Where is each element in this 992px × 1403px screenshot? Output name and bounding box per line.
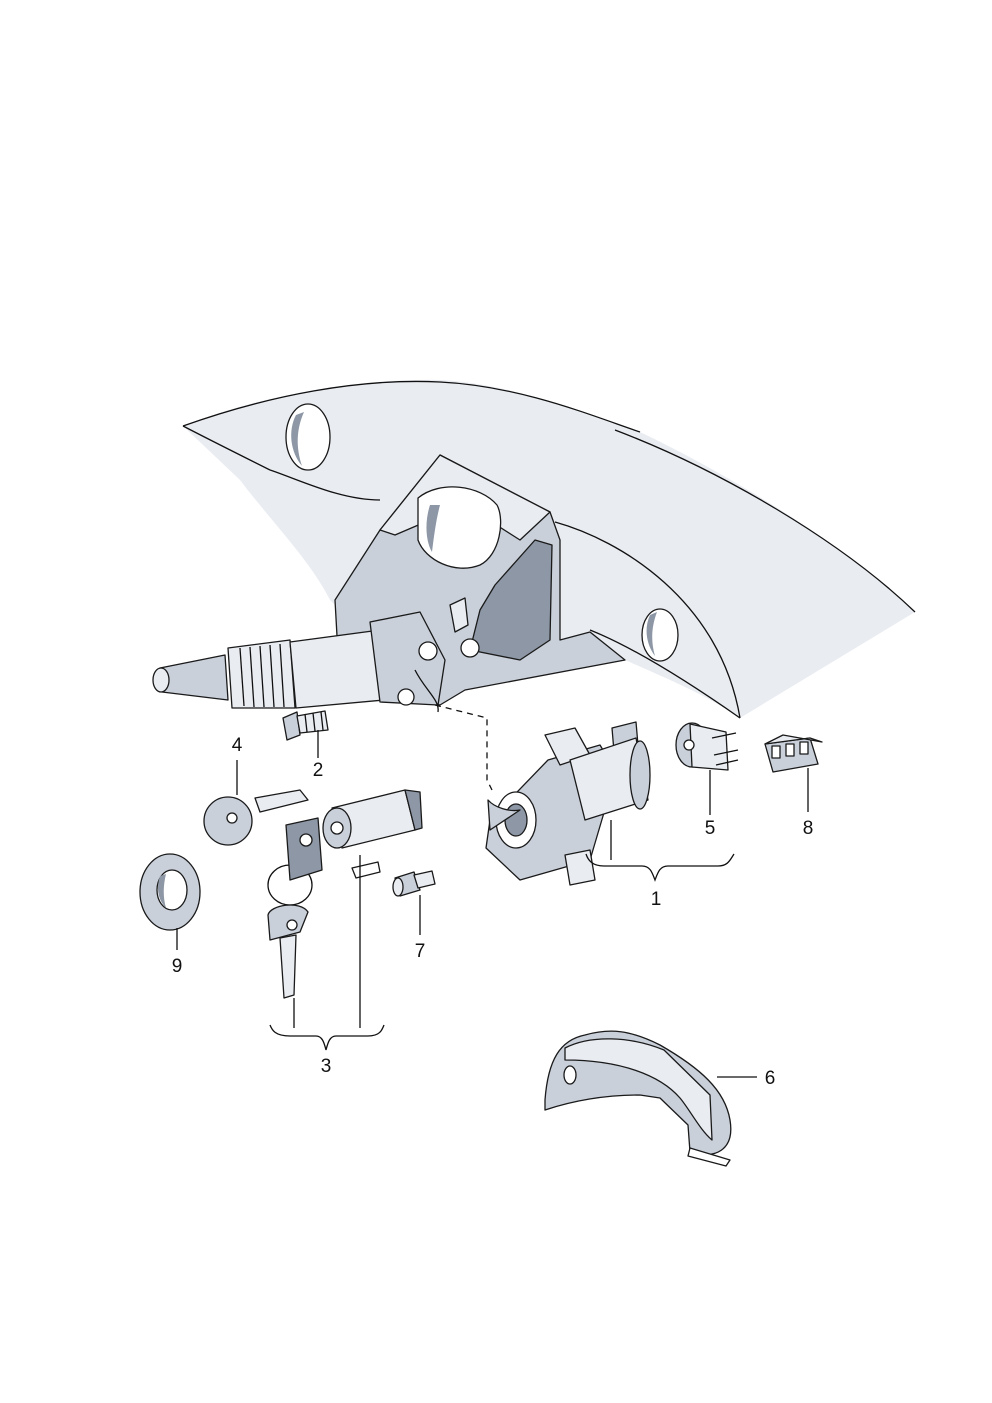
dashed-leader bbox=[434, 704, 493, 791]
callout-7: 7 bbox=[415, 941, 426, 962]
trim-cover-part-6 bbox=[544, 1030, 732, 1167]
callout-3: 3 bbox=[321, 1056, 332, 1077]
ignition-switch-part-5 bbox=[675, 722, 739, 771]
shaft-spline bbox=[239, 643, 285, 708]
key-blank-part-4 bbox=[203, 789, 309, 846]
connector-part-8 bbox=[764, 734, 823, 773]
callout-8: 8 bbox=[803, 818, 814, 839]
lock-housing-part-1 bbox=[485, 721, 651, 886]
nut-part-9 bbox=[139, 853, 201, 931]
callout-9: 9 bbox=[172, 956, 183, 977]
pin-part-7 bbox=[392, 870, 436, 897]
bracket-1 bbox=[585, 853, 735, 882]
bracket-3 bbox=[269, 1024, 385, 1051]
callout-1: 1 bbox=[651, 889, 662, 910]
lock-cylinder-part-3 bbox=[267, 789, 423, 999]
bolt-part-2 bbox=[282, 710, 329, 741]
callout-4: 4 bbox=[232, 735, 243, 756]
steering-column-shaft bbox=[152, 611, 480, 713]
callout-6: 6 bbox=[765, 1068, 776, 1089]
callout-5: 5 bbox=[705, 818, 716, 839]
callout-2: 2 bbox=[313, 760, 324, 781]
